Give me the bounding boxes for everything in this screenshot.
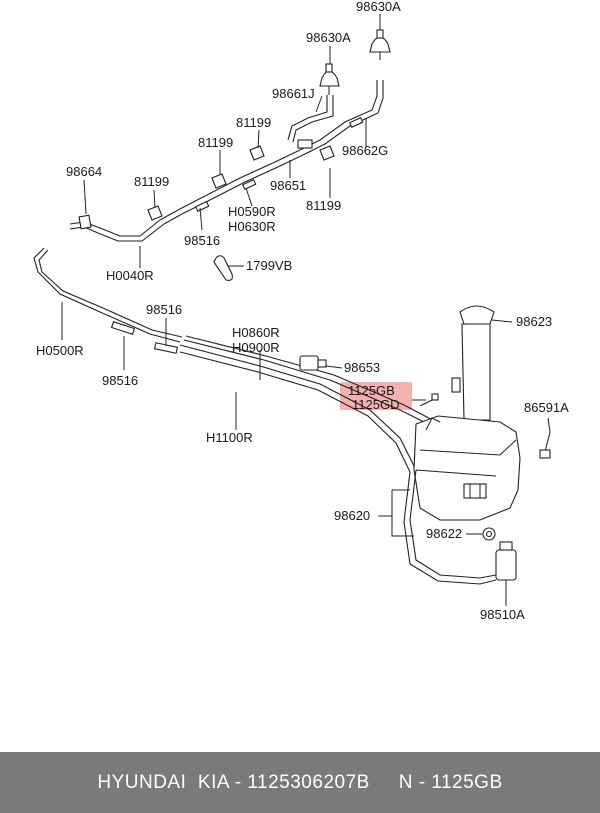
label-98516-c: 98516 xyxy=(102,373,138,388)
label-98623: 98623 xyxy=(516,314,552,329)
label-98516-a: 98516 xyxy=(184,233,220,248)
label-h0900r: H0900R xyxy=(232,340,280,355)
nozzle-98630a-top xyxy=(369,29,391,60)
nozzle-98630a xyxy=(319,63,340,95)
label-h1100r: H1100R xyxy=(206,430,253,445)
footer-text: HYUNDAI KIA - 1125306207B N - 1125GB xyxy=(97,771,503,793)
leader-lines xyxy=(61,14,551,606)
pump-98510a xyxy=(495,541,517,590)
parts-diagram: 98630A 98630A 98661J 81199 81199 98662G … xyxy=(33,0,569,622)
label-98630a: 98630A xyxy=(306,30,351,45)
pump-hoses xyxy=(403,469,497,585)
label-h0040r: H0040R xyxy=(106,268,154,283)
label-98651: 98651 xyxy=(270,178,306,193)
valve-98653 xyxy=(299,355,327,371)
grommet-98622 xyxy=(482,527,496,541)
bolt-1125gb xyxy=(419,393,439,407)
label-81199-a: 81199 xyxy=(236,115,271,130)
label-h0500r: H0500R xyxy=(36,343,84,358)
label-98662g: 98662G xyxy=(342,143,388,158)
label-81199-d: 81199 xyxy=(306,198,341,213)
label-1125gd: 1125GD xyxy=(352,397,399,412)
label-h0860r: H0860R xyxy=(232,325,280,340)
footer-bar: HYUNDAI KIA - 1125306207B N - 1125GB xyxy=(0,752,600,813)
label-98664: 98664 xyxy=(66,164,102,179)
label-98653: 98653 xyxy=(344,360,380,375)
label-h0590r: H0590R xyxy=(228,204,276,219)
label-1799vb: 1799VB xyxy=(246,258,292,273)
label-1125gb: 1125GB xyxy=(348,383,395,398)
bolt-86591a xyxy=(539,431,551,459)
label-81199-c: 81199 xyxy=(134,174,169,189)
label-98510a: 98510A xyxy=(480,607,525,622)
clip-1799vb xyxy=(213,255,233,281)
label-98630a-top: 98630A xyxy=(356,0,401,14)
label-86591a: 86591A xyxy=(524,400,569,415)
label-h0630r: H0630R xyxy=(228,219,276,234)
upper-hose-assembly xyxy=(69,80,384,242)
label-98622: 98622 xyxy=(426,526,462,541)
label-98661j: 98661J xyxy=(272,86,315,101)
washer-reservoir xyxy=(413,305,521,521)
label-98516-b: 98516 xyxy=(146,302,182,317)
highlight-box xyxy=(340,382,412,410)
bracket-98620 xyxy=(391,489,414,537)
label-98620: 98620 xyxy=(334,508,370,523)
label-81199-b: 81199 xyxy=(198,135,233,150)
